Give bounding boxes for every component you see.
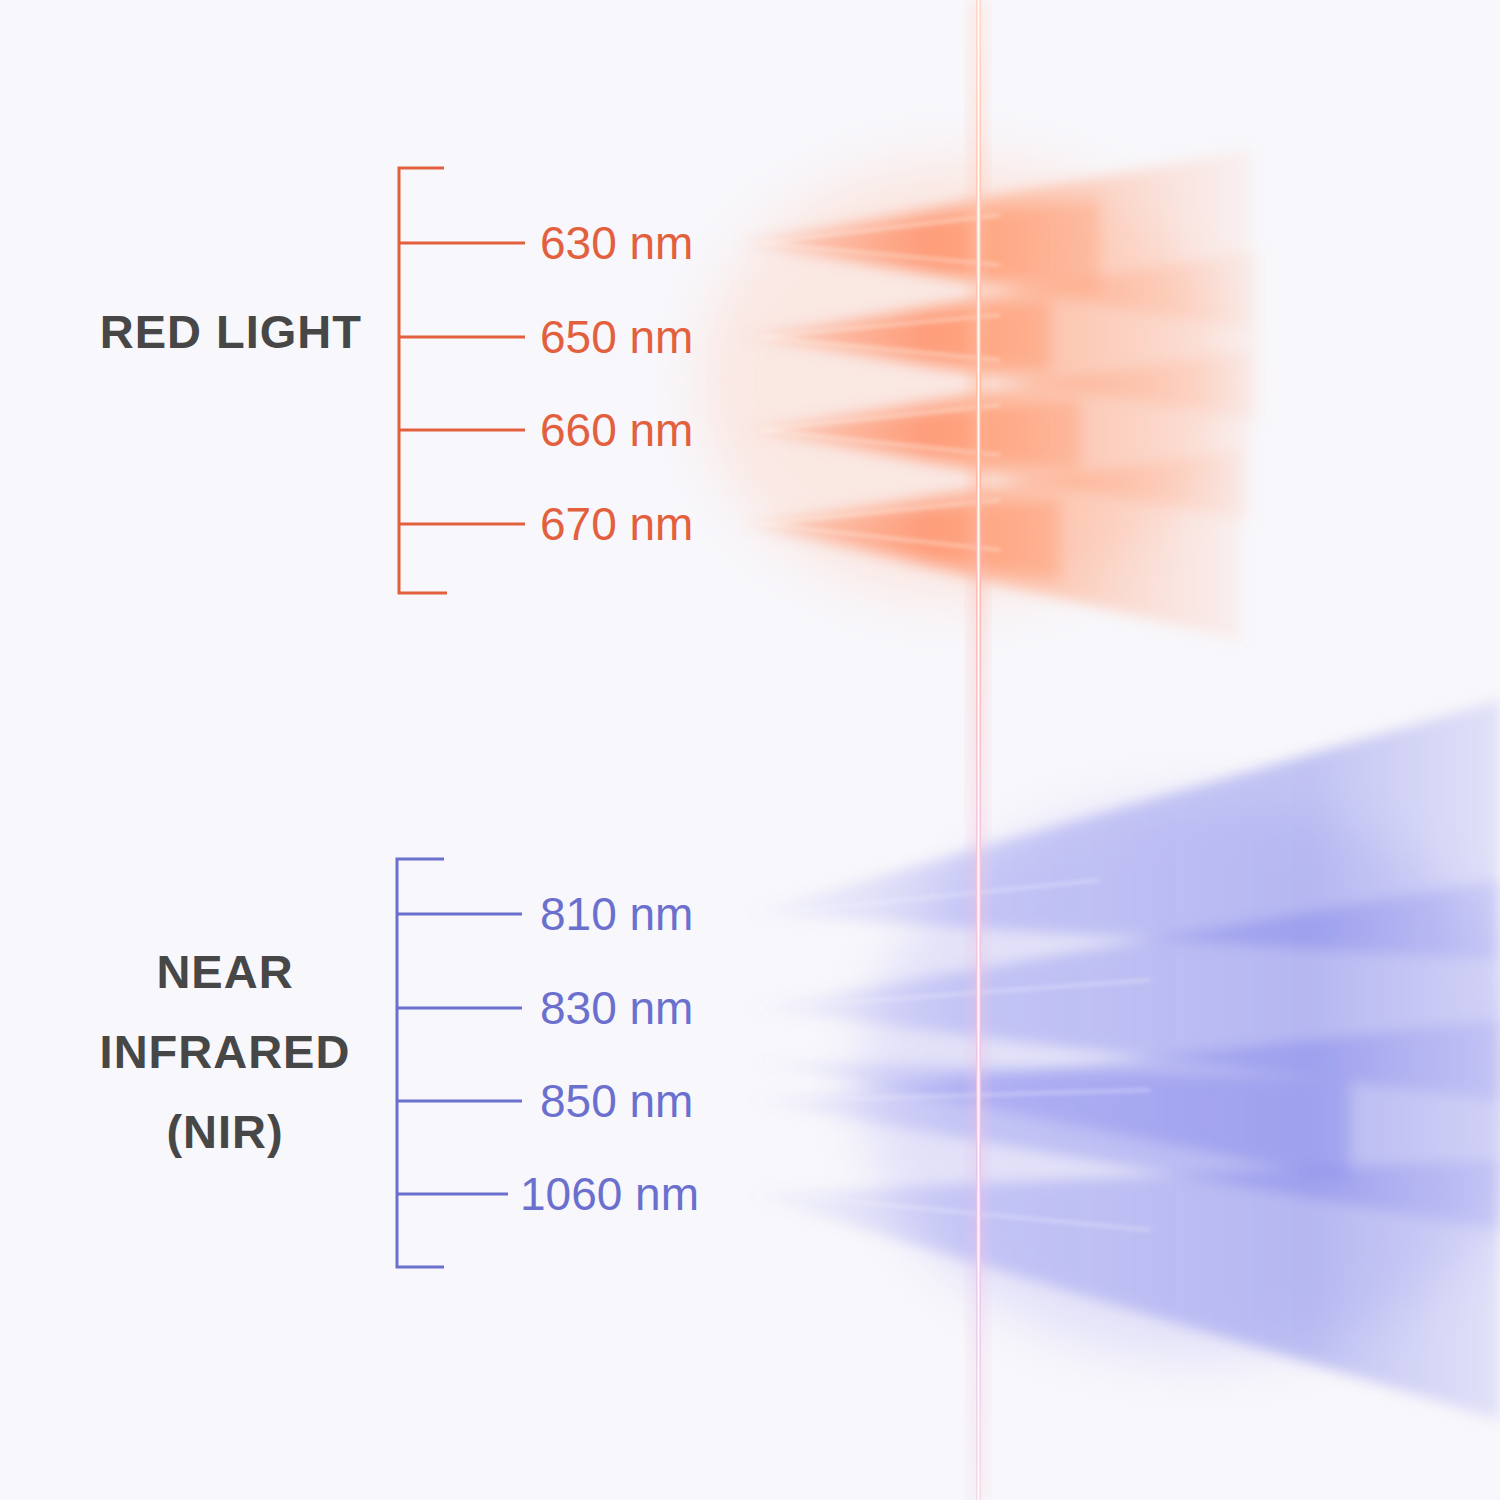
group-heading: RED LIGHT bbox=[100, 304, 362, 359]
wavelength-label: 630 nm bbox=[540, 216, 693, 270]
red-bracket bbox=[399, 168, 525, 593]
nir-bracket bbox=[397, 859, 522, 1267]
wavelength-label: 810 nm bbox=[540, 887, 693, 941]
wavelength-label: 650 nm bbox=[540, 310, 693, 364]
wavelength-label: 830 nm bbox=[540, 981, 693, 1035]
wavelength-label: 660 nm bbox=[540, 403, 693, 457]
wavelength-label: 670 nm bbox=[540, 497, 693, 551]
group-heading: NEAR INFRARED (NIR) bbox=[65, 932, 385, 1172]
wavelength-label: 1060 nm bbox=[520, 1167, 699, 1221]
wavelength-label: 850 nm bbox=[540, 1074, 693, 1128]
